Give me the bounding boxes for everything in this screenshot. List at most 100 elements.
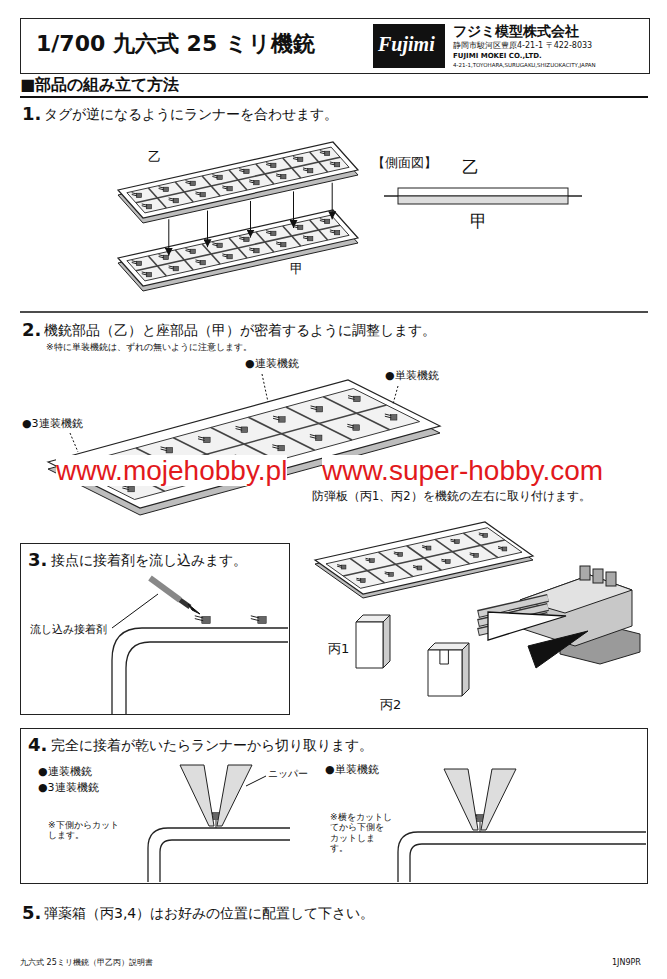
gun-barrel bbox=[337, 566, 342, 567]
node-text: FUJIMI MOKEI CO.,LTD. bbox=[453, 52, 542, 60]
gun-barrel bbox=[161, 447, 168, 449]
gun-barrel bbox=[470, 555, 475, 556]
gun-barrel bbox=[212, 175, 217, 176]
node-text-block: フジミ模型株式会社 bbox=[453, 23, 579, 39]
gun-barrel bbox=[272, 445, 279, 447]
runner-frame bbox=[410, 844, 646, 882]
label-block: タグが逆になるようにランナーを合わせます。 bbox=[44, 106, 338, 122]
gun-barrel bbox=[222, 186, 227, 187]
armor-plate bbox=[356, 622, 383, 668]
label-block: ●連装機銃 bbox=[38, 766, 92, 779]
gun-barrel bbox=[249, 180, 254, 181]
gun-barrel bbox=[451, 541, 456, 542]
gun-barrel bbox=[142, 206, 147, 207]
gun-barrel bbox=[276, 242, 281, 243]
gun-barrel bbox=[356, 578, 361, 579]
assembly-arrow bbox=[332, 183, 333, 220]
label-block: 1JN9PR bbox=[612, 958, 641, 967]
label-block: ※横をカットしてから下側をカットします。 bbox=[330, 812, 392, 853]
node-text: 4-21-1,TOYOHARA,SURUGAKU,SHIZUOKACITY,JA… bbox=[453, 62, 596, 68]
gun-barrel bbox=[413, 566, 418, 567]
drawing-part bbox=[20, 97, 648, 882]
runner bbox=[343, 540, 505, 576]
sprue-frame bbox=[315, 522, 533, 594]
gun-barrel bbox=[185, 183, 190, 184]
gun-barrel bbox=[142, 272, 147, 273]
label-block: ※下側からカットします。 bbox=[48, 820, 124, 841]
gun-barrel bbox=[330, 162, 335, 163]
gun-barrel bbox=[303, 170, 308, 171]
gun-barrel bbox=[249, 248, 254, 249]
assembly-arrow bbox=[168, 219, 169, 256]
gun-barrel bbox=[161, 449, 168, 451]
label-block: 甲 bbox=[470, 212, 487, 232]
gun-barrel bbox=[347, 426, 354, 428]
gun-barrel bbox=[310, 435, 317, 437]
label-block: 九六式 25ミリ機銃（甲乙丙）説明書 bbox=[20, 958, 153, 967]
gun-barrel bbox=[330, 232, 335, 233]
label-block: 丙2 bbox=[380, 698, 401, 713]
label-block: ニッパー bbox=[268, 768, 308, 780]
gun-barrel bbox=[159, 187, 164, 188]
gun-barrel bbox=[222, 188, 227, 189]
gun-barrel bbox=[185, 181, 190, 182]
gun-barrel bbox=[198, 437, 205, 439]
fit-arrow bbox=[528, 631, 588, 668]
gun-barrel bbox=[195, 262, 200, 263]
runner-frame bbox=[126, 642, 288, 714]
nipper-jaw bbox=[217, 765, 252, 826]
gun-barrel bbox=[276, 244, 281, 245]
leader-line bbox=[246, 776, 266, 786]
gun-barrel bbox=[239, 237, 244, 238]
label-block: ●3連装機銃 bbox=[22, 418, 83, 431]
step-text: タグが逆になるようにランナーを合わせます。 bbox=[44, 106, 338, 122]
sprue-inner bbox=[127, 215, 349, 281]
gun-barrel bbox=[498, 548, 503, 549]
label-block: 【側面図】 bbox=[372, 156, 437, 171]
part-letter: 甲 bbox=[470, 211, 487, 231]
gun-barrel bbox=[249, 250, 254, 251]
section-heading: ■部品の組み立て方法 bbox=[20, 75, 179, 94]
part-name: 丙2 bbox=[380, 697, 401, 712]
tool-name: 流し込み接着剤 bbox=[30, 623, 107, 636]
glue-brush bbox=[180, 600, 190, 607]
gun-barrel bbox=[132, 261, 137, 262]
runner-frame bbox=[112, 628, 288, 714]
gun-barrel bbox=[195, 260, 200, 261]
label-block: 5. bbox=[22, 903, 41, 924]
gun-barrel bbox=[239, 171, 244, 172]
gun-barrel bbox=[451, 539, 456, 540]
gun-barrel bbox=[337, 565, 342, 566]
node-text: Fujimi bbox=[378, 33, 435, 55]
gun-barrel bbox=[303, 238, 308, 239]
label-block: www.mojehobby.pl bbox=[56, 455, 287, 487]
node-text-block: FUJIMI MOKEI CO.,LTD. bbox=[453, 52, 542, 60]
label-block: ■部品の組み立て方法 bbox=[20, 76, 179, 94]
part-name: ●単装機銃 bbox=[385, 369, 439, 382]
step-number: 1. bbox=[22, 103, 41, 124]
logo-box: Fujimi bbox=[373, 24, 445, 68]
part-name: ●連装機銃 bbox=[245, 357, 299, 370]
gun-barrel bbox=[320, 153, 325, 154]
step-text: 防弾板（丙1、丙2）を機銃の左右に取り付けます。 bbox=[312, 489, 591, 503]
node-text-block: 4-21-1,TOYOHARA,SURUGAKU,SHIZUOKACITY,JA… bbox=[453, 62, 596, 68]
gun-barrel bbox=[142, 204, 147, 205]
assembly-arrow bbox=[250, 201, 251, 238]
gun-barrel bbox=[441, 561, 446, 562]
runner-frame bbox=[148, 828, 290, 882]
nipper-jaw bbox=[180, 765, 214, 826]
nipper-jaw bbox=[444, 769, 478, 830]
armor-plate bbox=[428, 650, 462, 696]
node-text-block: 完全に接着が乾いたらランナーから切り取ります。 bbox=[51, 738, 373, 754]
label-block: 乙 bbox=[462, 158, 479, 178]
label-block: 流し込み接着剤 bbox=[30, 624, 107, 637]
gun-barrel bbox=[266, 165, 271, 166]
gate bbox=[480, 822, 481, 832]
label-block: 甲 bbox=[290, 262, 303, 277]
node-text-block: 静岡市駿河区豊原4-21-1 〒422-8033 bbox=[453, 41, 592, 50]
node-text: 4. bbox=[28, 734, 47, 755]
gun-barrel bbox=[366, 560, 371, 561]
gun-barrel bbox=[441, 559, 446, 560]
view-label: 【側面図】 bbox=[372, 155, 437, 170]
gun-barrel bbox=[195, 194, 200, 195]
